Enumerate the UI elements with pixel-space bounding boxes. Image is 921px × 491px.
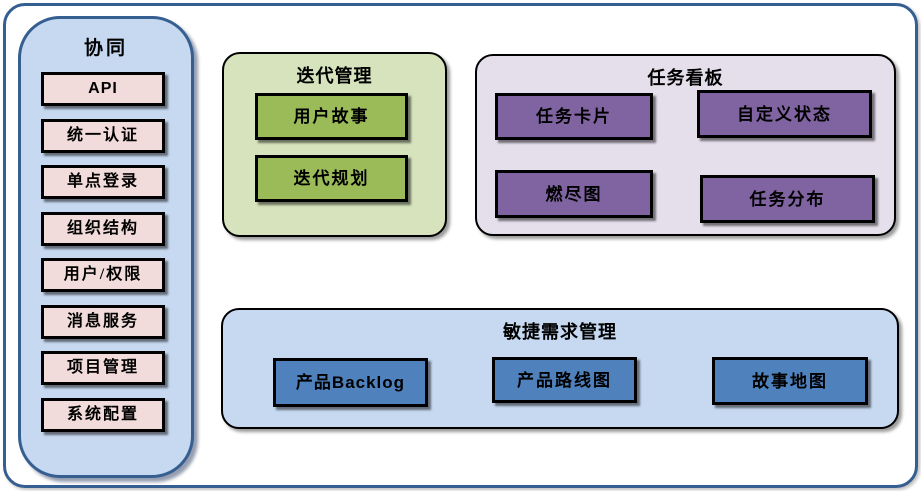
diagram-frame: 协同 API 统一认证 单点登录 组织结构 用户/权限 消息服务 项目管理 系统… xyxy=(3,3,918,488)
group-task-board: 任务看板 任务卡片 自定义状态 燃尽图 任务分布 xyxy=(475,54,896,236)
sidebar-item-org-structure: 组织结构 xyxy=(41,212,165,246)
item-burndown-chart: 燃尽图 xyxy=(495,170,653,218)
sidebar-item-single-sign-on: 单点登录 xyxy=(41,165,165,199)
group-task-board-title: 任务看板 xyxy=(647,68,724,88)
sidebar-title: 协同 xyxy=(83,38,128,59)
item-story-map: 故事地图 xyxy=(712,357,868,405)
item-product-backlog: 产品Backlog xyxy=(273,358,428,407)
group-iteration-management: 迭代管理 用户故事 迭代规划 xyxy=(222,52,447,237)
sidebar-item-project-management: 项目管理 xyxy=(41,351,165,385)
item-iteration-planning: 迭代规划 xyxy=(255,155,408,202)
item-task-distribution: 任务分布 xyxy=(700,175,875,223)
sidebar-item-message-service: 消息服务 xyxy=(41,305,165,339)
item-task-card: 任务卡片 xyxy=(495,93,653,140)
item-custom-status: 自定义状态 xyxy=(697,90,872,138)
group-agile-requirements: 敏捷需求管理 产品Backlog 产品路线图 故事地图 xyxy=(221,308,899,429)
group-iteration-title: 迭代管理 xyxy=(296,66,373,86)
sidebar-item-api: API xyxy=(41,72,165,106)
item-user-story: 用户故事 xyxy=(255,93,408,140)
sidebar-item-user-permissions: 用户/权限 xyxy=(41,258,165,292)
sidebar-collaboration-panel: 协同 API 统一认证 单点登录 组织结构 用户/权限 消息服务 项目管理 系统… xyxy=(18,16,194,478)
sidebar-item-system-config: 系统配置 xyxy=(41,398,165,432)
sidebar-item-unified-auth: 统一认证 xyxy=(41,119,165,153)
item-product-roadmap: 产品路线图 xyxy=(492,357,637,403)
group-agile-requirements-title: 敏捷需求管理 xyxy=(503,322,617,342)
